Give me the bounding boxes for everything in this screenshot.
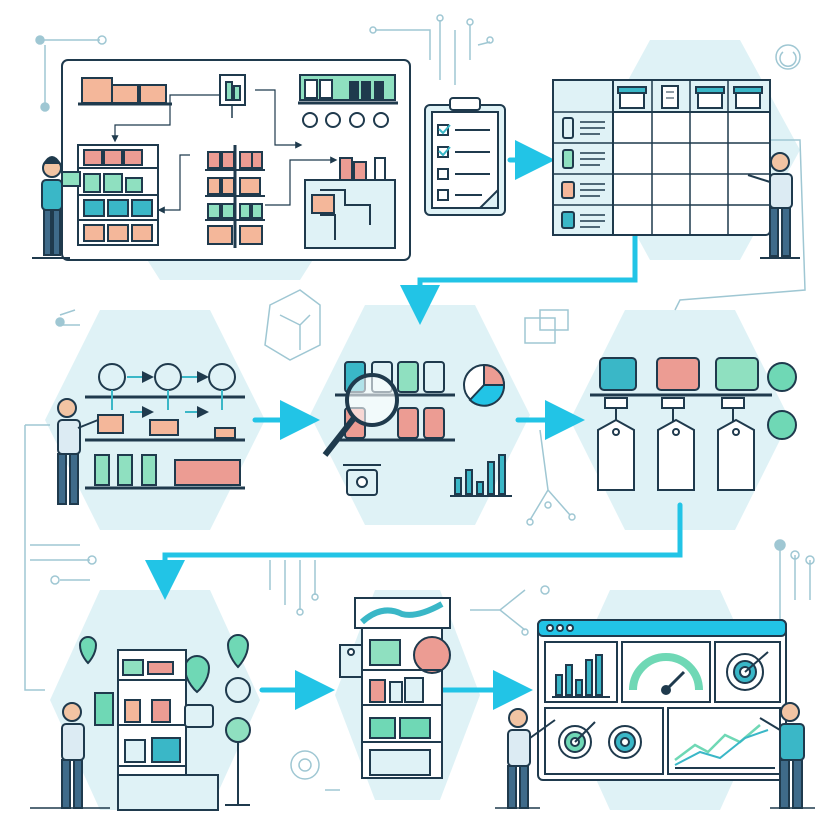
price-tagging-panel [590, 357, 797, 491]
flow-arrow [400, 232, 638, 325]
location-pin-icon [226, 634, 250, 669]
jar-icon [561, 211, 575, 229]
presenter-figure [507, 708, 556, 809]
store-icon [617, 86, 647, 109]
bottle-icon [562, 117, 574, 139]
checkbox-icon [437, 189, 449, 201]
stocker-figure [57, 398, 99, 505]
package-icon [715, 357, 759, 391]
jar-icon [562, 149, 574, 169]
store-display-panel [78, 634, 251, 811]
target-icon [726, 651, 769, 691]
bottle-icon [141, 454, 157, 486]
flow-arrows [145, 140, 683, 710]
merchandiser-figure [61, 692, 114, 809]
bottle-icon [94, 454, 110, 486]
store-icon [733, 86, 763, 109]
pie-chart-icon [463, 363, 506, 407]
scale-icon [343, 464, 381, 496]
flow-node [98, 363, 126, 391]
flow-node [154, 363, 182, 391]
price-tag-icon [717, 418, 755, 491]
flow-node [208, 363, 236, 391]
package-icon [599, 357, 637, 391]
tag-icon [339, 644, 363, 678]
floor-plan [304, 157, 396, 249]
clipboard-icon [424, 97, 506, 216]
price-tag-icon [597, 418, 635, 491]
jar-icon [561, 181, 575, 199]
hexagon-bg [310, 305, 530, 525]
store-product-matrix [552, 79, 771, 236]
bar-chart-icon [450, 454, 512, 497]
checkbox-icon [437, 168, 449, 180]
bar-chart-icon [552, 654, 610, 698]
warehouse-storage-panel [61, 59, 411, 261]
store-icon [695, 86, 725, 109]
line-chart-icon [674, 724, 775, 769]
box-icon [97, 414, 124, 434]
location-pin-icon [78, 636, 98, 665]
gauge-icon [629, 653, 703, 695]
location-pin-icon [183, 655, 211, 694]
display-stand [339, 597, 451, 779]
hexagon-bg [570, 310, 790, 530]
building-icon [661, 85, 679, 109]
storage-shelves [77, 144, 159, 246]
magnifier-icon [322, 373, 399, 457]
bottle-icon [117, 454, 133, 486]
worker-figure [32, 156, 81, 259]
target-icon [608, 725, 642, 759]
shelf-analysis-panel [322, 361, 512, 497]
circuit-decorations [24, 14, 815, 791]
product-flow-panel [85, 363, 245, 490]
target-icon [558, 721, 596, 759]
flow-arrow [145, 502, 683, 600]
analyst-figure [747, 152, 800, 259]
price-tag-icon [657, 418, 695, 491]
display-shelf [117, 649, 219, 811]
box-icon [214, 427, 236, 439]
package-icon [656, 357, 700, 391]
box-icon [149, 419, 179, 436]
presenter-figure [759, 702, 805, 809]
performance-dashboard [537, 619, 787, 781]
